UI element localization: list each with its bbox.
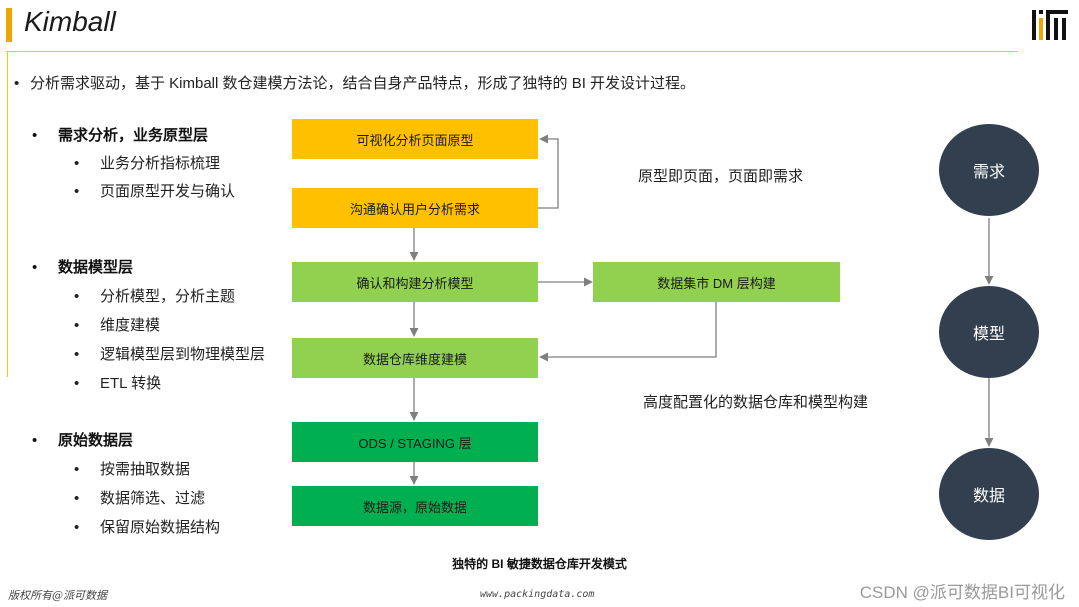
outline-item: •业务分析指标梳理 [74,155,221,172]
flow-box-dw: 数据仓库维度建模 [292,338,538,378]
flow-box-datamart: 数据集市 DM 层构建 [593,262,840,302]
circle-requirement: 需求 [939,124,1039,216]
brand-logo-icon [1032,10,1068,40]
title-underline [6,51,1018,52]
outline-item: •页面原型开发与确认 [74,183,236,200]
flow-box-source: 数据源，原始数据 [292,486,538,526]
website-text: www.packingdata.com [480,589,595,600]
watermark-text: CSDN @派可数据BI可视化 [859,583,1065,602]
intro-bullet: •分析需求驱动，基于 Kimball 数仓建模方法论，结合自身产品特点，形成了独… [14,75,696,92]
outline-item: •数据筛选、过滤 [74,490,206,507]
outline-heading-3: •原始数据层 [32,432,134,449]
outline-item: •保留原始数据结构 [74,519,221,536]
copyright-text: 版权所有@派可数据 [8,589,107,602]
outline-heading-2: •数据模型层 [32,259,134,276]
flow-box-ods: ODS / STAGING 层 [292,422,538,462]
dw-note: 高度配置化的数据仓库和模型构建 [643,394,869,411]
outline-item: •维度建模 [74,317,161,334]
outline-item: •按需抽取数据 [74,461,191,478]
outline-item: •逻辑模型层到物理模型层 [74,346,266,363]
title-accent-bar [6,8,12,42]
outline-item: •分析模型，分析主题 [74,288,236,305]
diagram-caption: 独特的 BI 敏捷数据仓库开发模式 [452,557,627,571]
circle-model: 模型 [939,286,1039,378]
flow-box-prototype: 可视化分析页面原型 [292,119,538,159]
prototype-note: 原型即页面，页面即需求 [638,168,804,185]
page-title: Kimball [24,6,116,37]
outline-item: •ETL 转换 [74,375,162,392]
outline-heading-1: •需求分析，业务原型层 [32,127,209,144]
circle-data: 数据 [939,448,1039,540]
intro-text: 分析需求驱动，基于 Kimball 数仓建模方法论，结合自身产品特点，形成了独特… [30,75,696,92]
left-border-line [7,51,8,377]
flow-box-confirm: 沟通确认用户分析需求 [292,188,538,228]
flow-box-model: 确认和构建分析模型 [292,262,538,302]
